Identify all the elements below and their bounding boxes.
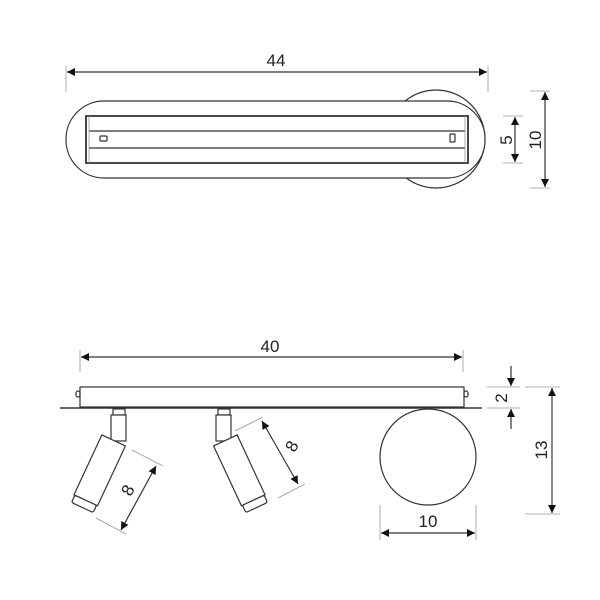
end-marker	[99, 135, 108, 142]
spotlight-1-length-label: 8	[118, 482, 139, 499]
total-height-label: 13	[532, 441, 551, 460]
spotlight-1-length-dimension	[120, 465, 157, 531]
canopy-outline	[65, 100, 486, 179]
spotlight-2	[212, 408, 268, 513]
end-marker	[449, 133, 456, 143]
width-label: 44	[267, 51, 286, 70]
spotlight-2-length-dimension	[261, 420, 299, 485]
bar-height-label: 2	[492, 393, 511, 402]
spotlight-1	[71, 408, 127, 513]
spotlight-2-length-label: 8	[282, 438, 303, 455]
top-view: 44 5 10	[65, 51, 550, 189]
side-view: 40 8 8	[60, 337, 560, 540]
outer-height-label: 10	[526, 131, 545, 150]
mounting-bar	[79, 386, 465, 408]
inner-height-label: 5	[497, 135, 516, 144]
round-shade	[379, 408, 477, 506]
shade-diameter-label: 10	[419, 512, 438, 531]
track-body	[85, 115, 469, 164]
length-label: 40	[261, 337, 280, 356]
